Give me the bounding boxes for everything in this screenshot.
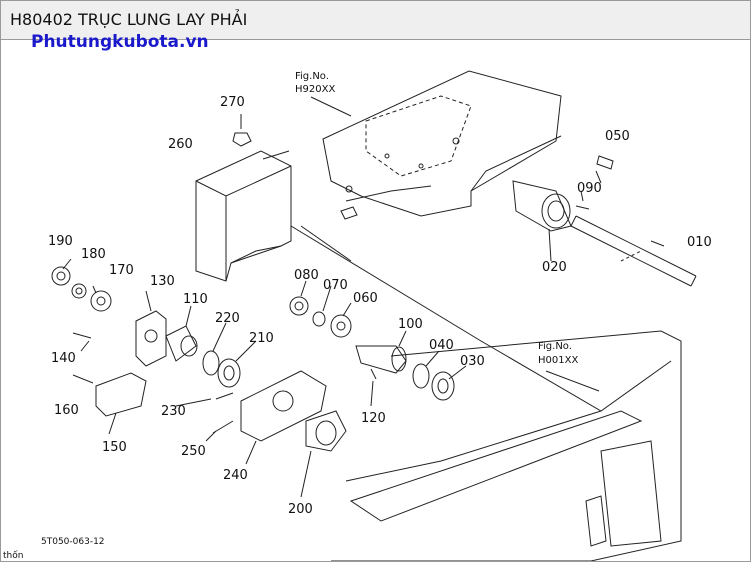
part-label-270: 270 <box>220 95 245 110</box>
part-label-030: 030 <box>460 354 485 369</box>
part-label-100: 100 <box>398 317 423 332</box>
part-label-090: 090 <box>577 181 602 196</box>
drawing-code: 5T050-063-12 <box>41 537 105 547</box>
part-label-170: 170 <box>109 263 134 278</box>
part-label-180: 180 <box>81 247 106 262</box>
part-label-060: 060 <box>353 291 378 306</box>
part-label-250: 250 <box>181 444 206 459</box>
shaft-100 <box>355 345 407 374</box>
part-label-220: 220 <box>215 311 240 326</box>
part-label-230: 230 <box>161 404 186 419</box>
fig-ref-code-upper: H920XX <box>295 84 335 95</box>
parts-diagram: 270 260 050 090 010 020 190 180 170 130 … <box>3 70 712 561</box>
fig-ref-label-upper: Fig.No. <box>295 71 329 82</box>
part-label-200: 200 <box>288 502 313 517</box>
fig-ref-label-lower: Fig.No. <box>538 341 572 352</box>
part-label-140: 140 <box>51 351 76 366</box>
part-label-240: 240 <box>223 468 248 483</box>
page-title: H80402 TRỤC LUNG LAY PHẢI <box>10 10 248 29</box>
part-label-050: 050 <box>605 129 630 144</box>
part-label-120: 120 <box>361 411 386 426</box>
part-label-010: 010 <box>687 235 712 250</box>
housing-020 <box>512 180 572 232</box>
block-150 <box>95 372 147 417</box>
part-label-070: 070 <box>323 278 348 293</box>
lower-frame <box>331 330 682 561</box>
bracket-130 <box>135 310 167 367</box>
title-bar: H80402 TRỤC LUNG LAY PHẢI <box>1 1 750 40</box>
part-label-130: 130 <box>150 274 175 289</box>
site-watermark[interactable]: Phutungkubota.vn <box>31 32 209 52</box>
part-label-210: 210 <box>249 331 274 346</box>
part-label-260: 260 <box>168 137 193 152</box>
part-label-160: 160 <box>54 403 79 418</box>
upper-frame <box>322 70 562 217</box>
part-label-040: 040 <box>429 338 454 353</box>
part-label-150: 150 <box>102 440 127 455</box>
shaft-010 <box>570 215 697 287</box>
fig-ref-code-lower: H001XX <box>538 355 578 366</box>
part-label-190: 190 <box>48 234 73 249</box>
corner-text: thốn <box>3 550 23 561</box>
cover-260 <box>195 150 292 282</box>
plate-240 <box>240 370 327 442</box>
part-label-020: 020 <box>542 260 567 275</box>
part-label-110: 110 <box>183 292 208 307</box>
part-label-080: 080 <box>294 268 319 283</box>
